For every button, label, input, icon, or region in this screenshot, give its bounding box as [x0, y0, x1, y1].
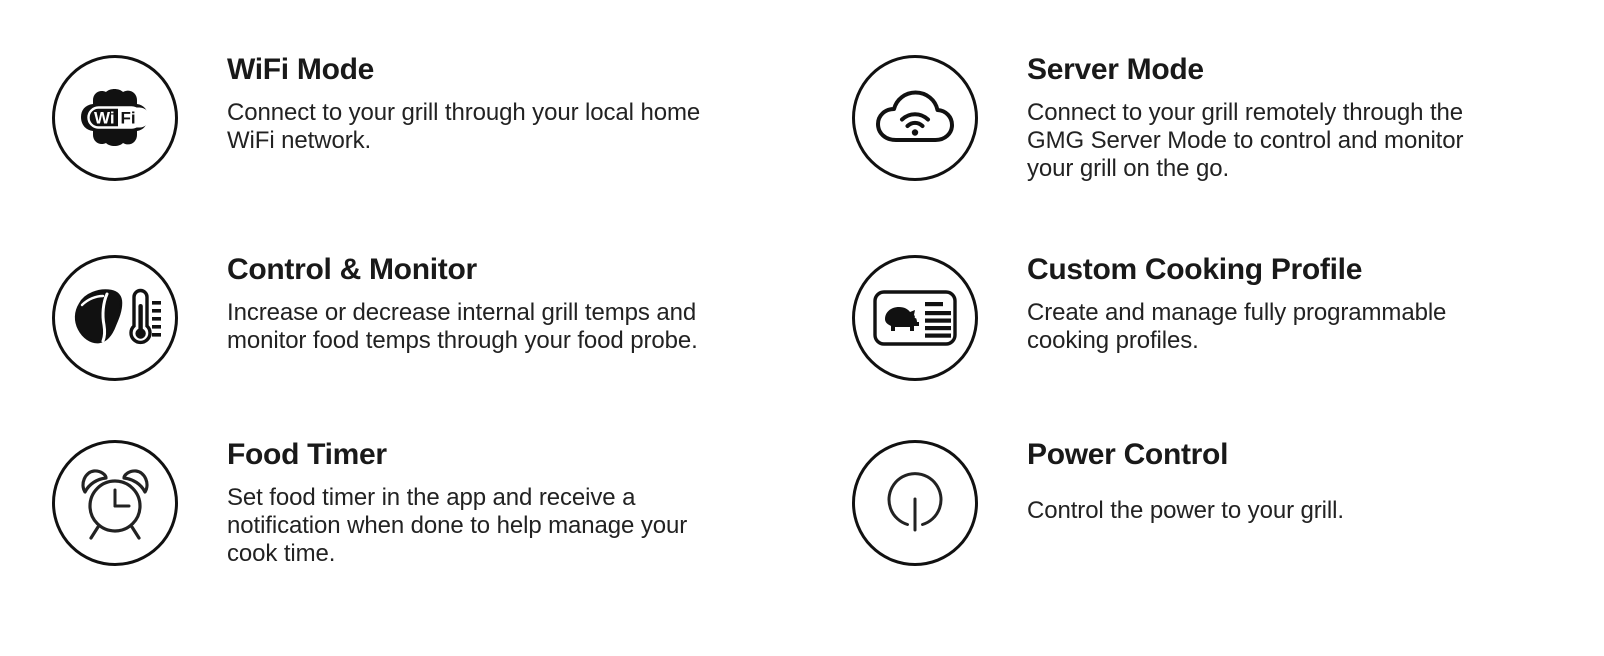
pig-profile-card-icon-circle: [852, 255, 978, 381]
feature-text-power-control: Power Control Control the power to your …: [1027, 430, 1344, 525]
feature-card-custom-cooking-profile: Custom Cooking Profile Create and manage…: [852, 245, 1604, 430]
power-button-icon: [880, 468, 950, 538]
feature-title: Food Timer: [227, 438, 387, 471]
feature-title: Server Mode: [1027, 53, 1204, 86]
feature-description: Set food timer in the app and receive a …: [227, 484, 688, 568]
steak-thermometer-icon: [69, 284, 161, 352]
feature-title: Control & Monitor: [227, 253, 477, 286]
feature-description: Create and manage fully programmable coo…: [1027, 299, 1447, 355]
feature-card-server-mode: Server Mode Connect to your grill remote…: [852, 45, 1604, 245]
feature-description: Connect to your grill through your local…: [227, 99, 701, 155]
cloud-wifi-icon-circle: [852, 55, 978, 181]
feature-text-control-monitor: Control & Monitor Increase or decrease i…: [227, 245, 698, 355]
feature-description: Control the power to your grill.: [1027, 497, 1344, 524]
svg-text:Fi: Fi: [121, 109, 136, 128]
svg-text:Wi: Wi: [94, 109, 115, 128]
alarm-clock-icon: [76, 465, 154, 541]
feature-description: Connect to your grill remotely through t…: [1027, 99, 1464, 183]
feature-card-wifi-mode: Wi Fi WiFi Mode Connect to your grill th…: [52, 45, 852, 245]
wifi-logo-icon: Wi Fi: [73, 88, 157, 148]
feature-title: Power Control: [1027, 438, 1229, 471]
feature-description: Increase or decrease internal grill temp…: [227, 299, 698, 355]
feature-title: WiFi Mode: [227, 53, 375, 86]
feature-card-control-monitor: Control & Monitor Increase or decrease i…: [52, 245, 852, 430]
feature-text-server-mode: Server Mode Connect to your grill remote…: [1027, 45, 1463, 183]
feature-card-food-timer: Food Timer Set food timer in the app and…: [52, 430, 852, 630]
feature-title: Custom Cooking Profile: [1027, 253, 1363, 286]
feature-text-food-timer: Food Timer Set food timer in the app and…: [227, 430, 687, 568]
feature-card-power-control: Power Control Control the power to your …: [852, 430, 1604, 630]
alarm-clock-icon-circle: [52, 440, 178, 566]
feature-text-custom-cooking-profile: Custom Cooking Profile Create and manage…: [1027, 245, 1446, 355]
cloud-wifi-icon: [872, 87, 958, 149]
wifi-logo-icon-circle: Wi Fi: [52, 55, 178, 181]
power-button-icon-circle: [852, 440, 978, 566]
feature-text-wifi-mode: WiFi Mode Connect to your grill through …: [227, 45, 700, 155]
pig-profile-card-icon: [872, 288, 958, 348]
steak-thermometer-icon-circle: [52, 255, 178, 381]
